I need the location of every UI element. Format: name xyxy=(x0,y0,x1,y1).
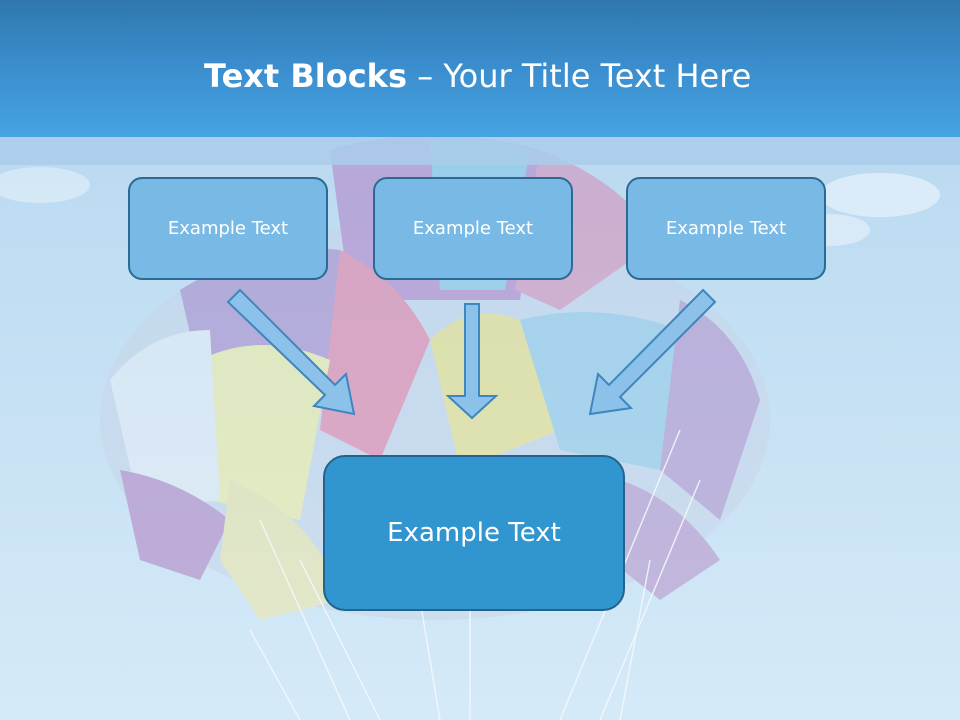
slide-title-rest: Your Title Text Here xyxy=(443,57,752,95)
slide-title-bold: Text Blocks xyxy=(204,57,407,95)
text-block-center-label: Example Text xyxy=(412,218,534,239)
text-block-main-label: Example Text xyxy=(387,518,561,548)
text-block-left-label: Example Text xyxy=(167,218,289,239)
title-underline-strip xyxy=(0,137,960,165)
text-block-center[interactable]: Example Text xyxy=(373,177,573,280)
slide-title[interactable]: Text Blocks – Your Title Text Here xyxy=(204,55,751,97)
text-block-left[interactable]: Example Text xyxy=(128,177,328,280)
slide-title-dash: – xyxy=(407,57,444,95)
text-block-right[interactable]: Example Text xyxy=(626,177,826,280)
text-block-main[interactable]: Example Text xyxy=(323,455,625,611)
title-bar xyxy=(0,0,960,137)
text-block-right-label: Example Text xyxy=(665,218,787,239)
